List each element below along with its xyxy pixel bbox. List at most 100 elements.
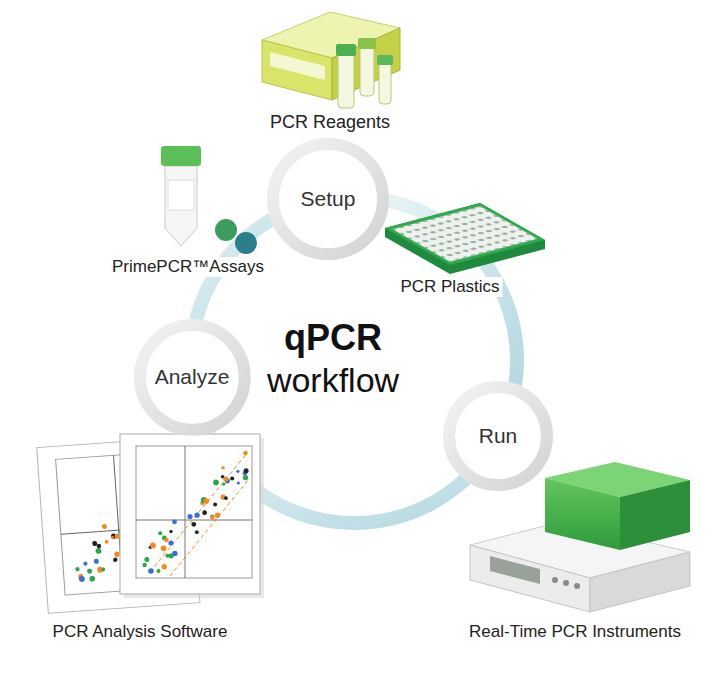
- scatter-dot: [213, 480, 219, 486]
- center-heading: qPCR: [281, 316, 385, 359]
- button: [563, 580, 569, 586]
- tube-cap: [336, 44, 356, 56]
- tube-body: [165, 166, 197, 246]
- scatter-dots: [142, 451, 248, 574]
- scatter-dot: [168, 540, 173, 545]
- plot-frame: [120, 434, 260, 594]
- scatter-dot: [224, 496, 228, 500]
- scatter-dot: [144, 557, 149, 562]
- scatter-dot: [142, 563, 146, 567]
- scatter-dot: [191, 522, 196, 527]
- pcr-plate: [385, 203, 545, 274]
- step-circle-ring: [140, 325, 245, 430]
- scatter-dot: [210, 516, 214, 520]
- scatter-dot: [169, 530, 172, 533]
- reagent-tube: [338, 52, 354, 108]
- plot-trend: [170, 478, 250, 576]
- scatter-dot: [195, 530, 199, 534]
- display: [490, 556, 540, 584]
- scatter-dot: [215, 513, 220, 518]
- plot-trend: [150, 452, 248, 572]
- base-front: [470, 545, 590, 612]
- scatter-dot: [114, 551, 120, 557]
- scatter-dot: [222, 482, 225, 485]
- scatter-dot: [89, 576, 95, 582]
- tube-cap: [377, 55, 393, 65]
- scatter-dot: [150, 543, 156, 549]
- reagent-tube: [360, 46, 374, 96]
- lid-side: [620, 480, 690, 550]
- scatter-dot: [157, 569, 161, 573]
- scatter-dot: [87, 568, 92, 573]
- step-label: Setup: [301, 186, 356, 211]
- product-label: PCR Analysis Software: [50, 622, 231, 642]
- tube-label: [168, 180, 194, 210]
- step-circle-ring: [449, 387, 547, 485]
- assay-badge: [215, 219, 237, 241]
- scatter-dot: [114, 534, 119, 539]
- scatter-dot: [204, 498, 210, 504]
- step-circle: Setup: [266, 137, 390, 261]
- scatter-dot: [102, 524, 107, 529]
- product-label: PCR Plastics: [397, 277, 502, 297]
- product-label: PCR Reagents: [267, 112, 393, 134]
- plot-threshold: [136, 520, 252, 521]
- kit-box-stripe: [270, 52, 325, 80]
- scatter-dot: [195, 513, 200, 518]
- plot-threshold: [185, 446, 186, 578]
- scatter-dot: [237, 481, 240, 484]
- step-label: Analyze: [155, 364, 230, 389]
- kit-box-front: [262, 40, 332, 100]
- base-side: [590, 552, 690, 612]
- step-circle: Analyze: [133, 318, 252, 437]
- scatter-dot: [236, 470, 239, 473]
- tube-cap: [358, 38, 376, 49]
- button: [574, 583, 580, 589]
- scatter-dot: [83, 561, 87, 565]
- scatter-dot: [202, 510, 207, 515]
- scatter-dot: [172, 519, 177, 524]
- reagent-tube: [379, 62, 391, 104]
- center-heading: workflow: [264, 360, 402, 401]
- product-label: Real-Time PCR Instruments: [466, 622, 684, 642]
- scatter-dot: [164, 538, 169, 543]
- scatter-dot: [97, 544, 102, 549]
- scatter-dot: [101, 567, 105, 571]
- scatter-dot: [111, 536, 114, 539]
- plate-wells: [393, 206, 538, 262]
- scatter-dot: [162, 564, 167, 569]
- reagent-kit: [262, 12, 400, 108]
- step-circle-ring: [273, 144, 383, 254]
- plate-top: [385, 203, 545, 265]
- scatter-dot: [95, 548, 101, 554]
- assay-badge: [235, 232, 257, 254]
- analysis-plots: [37, 434, 264, 613]
- scatter-dot: [94, 559, 99, 564]
- scatter-dot: [105, 540, 109, 544]
- step-circle: Run: [442, 380, 554, 492]
- plot-axes: [136, 446, 252, 578]
- product-label: PrimePCR™Assays: [109, 257, 267, 277]
- scatter-dot: [243, 451, 247, 455]
- scatter-dot: [223, 477, 228, 482]
- scatter-dot: [113, 557, 118, 562]
- scatter-dot: [75, 567, 80, 572]
- plate-surface: [393, 206, 538, 262]
- plate-base: [385, 203, 545, 274]
- scatter-dot: [92, 541, 97, 546]
- tube-cap: [161, 146, 201, 166]
- scatter-dot: [230, 476, 234, 480]
- scatter-dot: [79, 576, 85, 582]
- scatter-dot: [243, 475, 248, 480]
- assay-tube: [161, 146, 257, 254]
- scatter-dot: [148, 568, 153, 573]
- button: [552, 577, 558, 583]
- scatter-dot: [161, 545, 167, 551]
- scatter-dot: [172, 551, 177, 556]
- scatter-dot: [158, 531, 162, 535]
- scatter-dot: [221, 466, 225, 470]
- scatter-dot: [244, 468, 249, 473]
- scatter-dot: [187, 514, 192, 519]
- plate-skirt: [385, 203, 545, 265]
